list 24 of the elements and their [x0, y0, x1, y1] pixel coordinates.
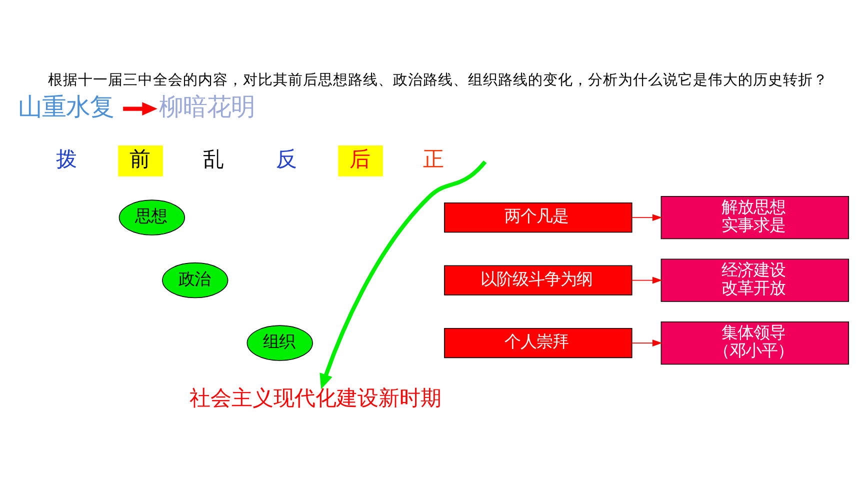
node-ellipse: 政治 [162, 262, 228, 298]
arrow [632, 340, 662, 346]
arrow [632, 276, 662, 284]
node-box: 经济建设 改革开放 [660, 258, 850, 302]
diagram-title: 根据十一届三中全会的内容，对比其前后思想路线、政治路线、组织路线的变化，分析为什么说它是伟大的历史转折？ [48, 71, 828, 88]
node-text: 柳暗花明 [158, 92, 255, 121]
node-box: 两个凡是 [444, 202, 632, 233]
node-text: 山重水复 [18, 92, 114, 121]
node-text: 社会主义现代化建设新时期 [189, 384, 442, 410]
label: 后 [350, 146, 371, 172]
node-ellipse: 思想 [118, 200, 186, 236]
label: 前 [130, 146, 151, 172]
node-ellipse: 组织 [246, 325, 313, 361]
node-box: 集体领导 （邓小平） [660, 321, 850, 365]
arrow [123, 102, 158, 116]
node-box: 个人崇拜 [444, 328, 632, 358]
label: 反 [276, 146, 298, 172]
label: 正 [422, 146, 444, 172]
label: 乱 [202, 146, 224, 172]
arrow [632, 214, 662, 221]
node-box: 以阶级斗争为纲 [444, 265, 632, 296]
node-box: 解放思想 实事求是 [660, 196, 850, 240]
label: 拨 [56, 146, 78, 172]
arrow [320, 160, 487, 390]
